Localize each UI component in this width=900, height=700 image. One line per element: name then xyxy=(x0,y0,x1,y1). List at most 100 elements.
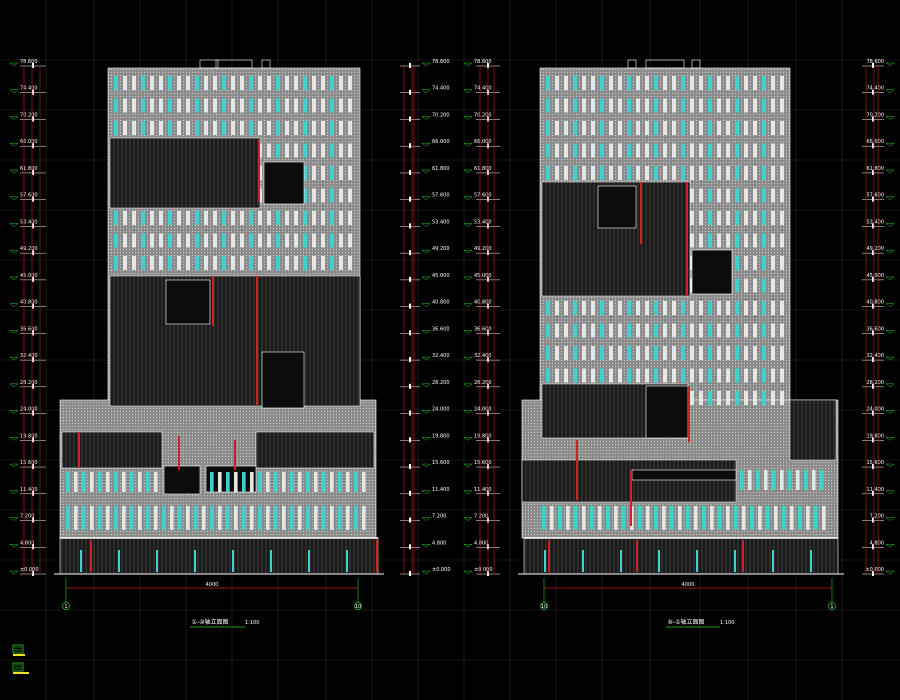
window xyxy=(564,121,569,135)
window xyxy=(222,76,227,90)
window xyxy=(564,346,569,360)
window xyxy=(636,346,641,360)
window xyxy=(681,368,686,383)
window xyxy=(788,470,792,490)
window xyxy=(339,121,344,135)
window xyxy=(726,166,731,180)
window xyxy=(780,368,785,383)
window xyxy=(290,506,294,530)
window xyxy=(662,506,666,530)
window xyxy=(710,506,714,530)
window xyxy=(699,121,704,135)
level-marker-icon xyxy=(885,223,895,227)
level-tick xyxy=(32,571,34,576)
window xyxy=(609,346,614,360)
window xyxy=(726,211,731,225)
window xyxy=(762,368,767,383)
level-marker-icon xyxy=(463,544,473,548)
window xyxy=(780,143,785,158)
red-column xyxy=(640,182,642,244)
level-tick xyxy=(409,303,411,309)
red-column xyxy=(178,436,180,470)
window xyxy=(249,211,254,225)
level-marker-icon xyxy=(421,223,431,227)
window xyxy=(303,188,308,203)
level-marks-left: 78.60074.40070.20066.00061.80057.60053.4… xyxy=(463,59,500,576)
window xyxy=(122,506,126,530)
window xyxy=(132,121,137,135)
window xyxy=(249,76,254,90)
window xyxy=(726,301,731,315)
window xyxy=(150,121,155,135)
window xyxy=(672,143,677,158)
window xyxy=(330,166,335,180)
level-tick xyxy=(32,357,34,363)
window xyxy=(339,256,344,270)
window xyxy=(122,472,126,492)
level-marker-icon xyxy=(463,490,473,495)
window xyxy=(249,98,254,113)
window xyxy=(303,121,308,135)
window xyxy=(762,188,767,203)
axis-bubble-end: 1 xyxy=(828,602,836,610)
window xyxy=(282,472,286,492)
level-label: 53.400 xyxy=(867,219,885,225)
level-label: 57.600 xyxy=(20,193,38,199)
window xyxy=(330,98,335,113)
window xyxy=(98,506,102,530)
window xyxy=(348,211,353,225)
level-tick xyxy=(32,544,34,550)
window xyxy=(780,188,785,203)
window xyxy=(177,233,182,248)
window xyxy=(771,76,776,90)
level-marker-icon xyxy=(421,410,431,414)
window xyxy=(699,346,704,360)
level-marker-icon xyxy=(9,437,19,441)
window xyxy=(186,76,191,90)
window xyxy=(555,121,560,135)
window xyxy=(708,166,713,180)
axis-bubble-start: 1 xyxy=(62,602,70,610)
window xyxy=(195,121,200,135)
window xyxy=(132,98,137,113)
level-tick xyxy=(32,410,34,416)
window xyxy=(555,301,560,315)
level-tick xyxy=(409,544,411,550)
level-label: 36.600 xyxy=(432,326,450,332)
window xyxy=(321,166,326,180)
level-label: 66.000 xyxy=(20,139,38,145)
level-marker-icon xyxy=(9,570,19,575)
window xyxy=(339,98,344,113)
window xyxy=(231,256,236,270)
window xyxy=(618,166,623,180)
window xyxy=(258,256,263,270)
window xyxy=(717,233,722,248)
level-tick xyxy=(409,571,411,576)
window xyxy=(564,166,569,180)
level-tick xyxy=(409,490,411,496)
window xyxy=(573,346,578,360)
level-marker-icon xyxy=(463,463,473,468)
window xyxy=(600,98,605,113)
window xyxy=(330,472,334,492)
window xyxy=(177,98,182,113)
window xyxy=(717,346,722,360)
window xyxy=(141,211,146,225)
window xyxy=(654,76,659,90)
level-label: ±0.000 xyxy=(432,567,451,573)
window xyxy=(294,98,299,113)
window xyxy=(699,211,704,225)
window xyxy=(250,472,254,492)
window xyxy=(276,143,281,158)
level-label: 45.000 xyxy=(474,273,492,279)
window xyxy=(609,166,614,180)
window xyxy=(564,143,569,158)
window xyxy=(564,323,569,338)
level-marker-icon xyxy=(463,356,473,361)
level-marker-icon xyxy=(885,463,895,468)
window xyxy=(771,233,776,248)
svg-text:1:100: 1:100 xyxy=(720,620,734,626)
window xyxy=(690,301,695,315)
window xyxy=(306,472,310,492)
level-tick xyxy=(872,330,874,336)
